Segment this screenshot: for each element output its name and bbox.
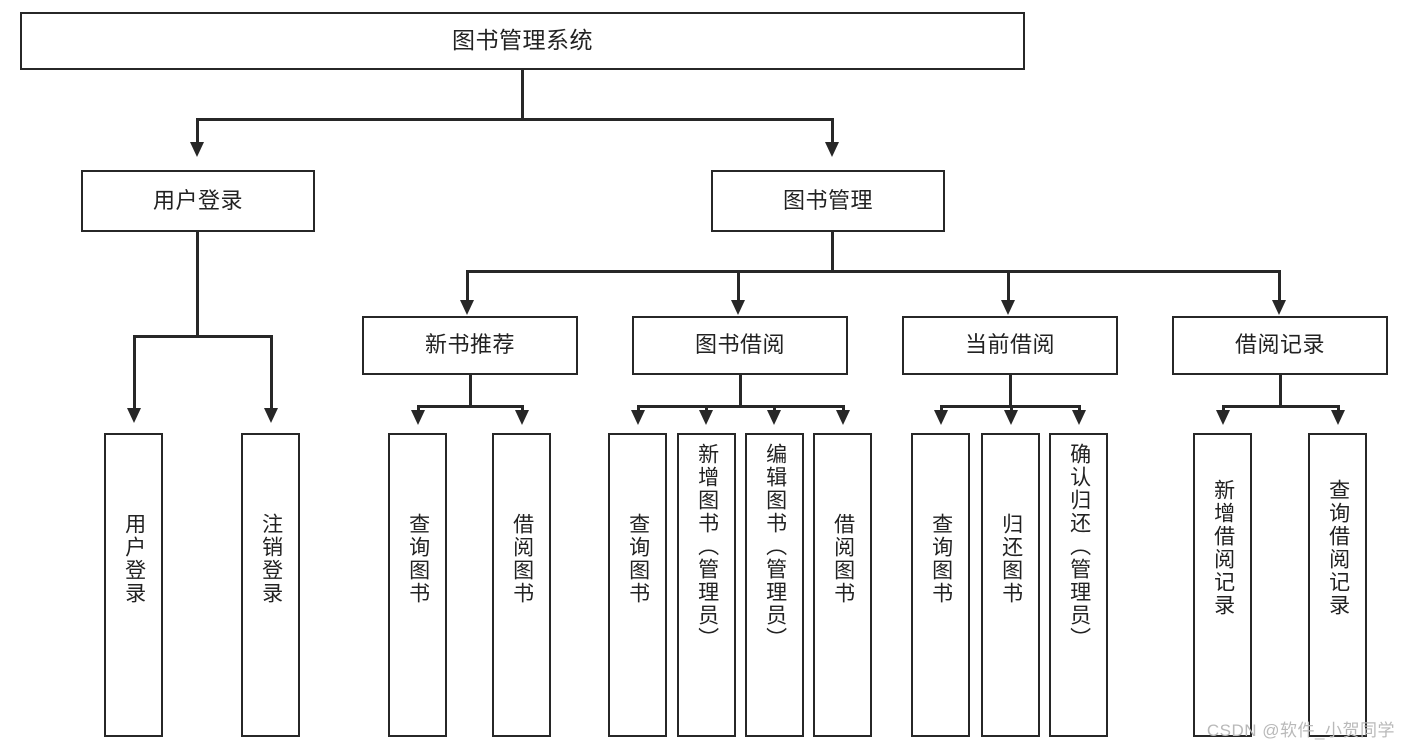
connector-borrow-record-drop-1 [1222, 405, 1225, 413]
node-label: 确认归还（管理员） [1067, 443, 1091, 650]
node-label: 用户登录 [122, 513, 146, 605]
node-label: 新增图书（管理员） [695, 443, 719, 650]
connector-user-login-drop-1 [133, 335, 136, 410]
node-label: 借阅图书 [831, 513, 855, 605]
connector-level3-drop-2 [737, 270, 740, 302]
arrow-to-leaf-borrow-book-2 [836, 410, 850, 425]
node-borrow-record[interactable]: 借阅记录 [1172, 316, 1388, 375]
connector-borrow-record-bus [1222, 405, 1340, 408]
arrow-to-leaf-add-record [1216, 410, 1230, 425]
connector-new-book-rec-stem [469, 375, 472, 407]
arrow-to-leaf-query-book-2 [631, 410, 645, 425]
connector-level3-bus [466, 270, 1281, 273]
node-book-borrow[interactable]: 图书借阅 [632, 316, 848, 375]
arrow-to-leaf-return-book [1004, 410, 1018, 425]
connector-book-borrow-drop-3 [773, 405, 776, 413]
node-label: 借阅图书 [510, 513, 534, 605]
connector-level2-drop-left [196, 118, 199, 144]
leaf-query-book-borrow[interactable]: 查询图书 [608, 433, 667, 737]
node-label: 用户登录 [152, 187, 243, 213]
node-label: 查询图书 [929, 513, 953, 605]
leaf-query-book-current[interactable]: 查询图书 [911, 433, 970, 737]
node-root-system[interactable]: 图书管理系统 [20, 12, 1025, 70]
node-label: 查询借阅记录 [1326, 479, 1350, 617]
node-new-book-rec[interactable]: 新书推荐 [362, 316, 578, 375]
connector-book-borrow-stem [739, 375, 742, 407]
arrow-to-leaf-logout [264, 408, 278, 423]
node-book-manage[interactable]: 图书管理 [711, 170, 945, 232]
connector-level2-bus [196, 118, 834, 121]
connector-level2-drop-right [831, 118, 834, 144]
node-label: 查询图书 [406, 513, 430, 605]
arrow-to-leaf-query-record [1331, 410, 1345, 425]
connector-book-borrow-drop-1 [637, 405, 640, 413]
connector-borrow-record-stem [1279, 375, 1282, 407]
leaf-return-book[interactable]: 归还图书 [981, 433, 1040, 737]
connector-current-borrow-drop-2 [1010, 405, 1013, 413]
arrow-to-borrow-record [1272, 300, 1286, 315]
leaf-query-borrow-record[interactable]: 查询借阅记录 [1308, 433, 1367, 737]
csdn-watermark: CSDN @软件_小贺同学 [1206, 721, 1395, 740]
arrow-to-book-manage [825, 142, 839, 157]
leaf-edit-book[interactable]: 编辑图书（管理员） [745, 433, 804, 737]
node-label: 新增借阅记录 [1211, 479, 1235, 617]
arrow-to-leaf-add-book [699, 410, 713, 425]
arrow-to-leaf-borrow-book-1 [515, 410, 529, 425]
leaf-user-login[interactable]: 用户登录 [104, 433, 163, 737]
connector-book-borrow-bus [637, 405, 845, 408]
arrow-to-leaf-edit-book [767, 410, 781, 425]
connector-level3-drop-1 [466, 270, 469, 302]
connector-new-book-rec-drop-2 [521, 405, 524, 413]
node-label: 图书借阅 [694, 332, 785, 358]
arrow-to-leaf-user-login [127, 408, 141, 423]
leaf-confirm-return[interactable]: 确认归还（管理员） [1049, 433, 1108, 737]
leaf-query-book-rec[interactable]: 查询图书 [388, 433, 447, 737]
node-label: 图书管理系统 [452, 27, 593, 54]
connector-current-borrow-drop-3 [1078, 405, 1081, 413]
leaf-borrow-book-rec[interactable]: 借阅图书 [492, 433, 551, 737]
connector-user-login-bus [133, 335, 273, 338]
connector-new-book-rec-drop-1 [417, 405, 420, 413]
connector-current-borrow-stem [1009, 375, 1012, 407]
node-label: 注销登录 [259, 513, 283, 605]
connector-book-borrow-drop-2 [705, 405, 708, 413]
leaf-borrow-book[interactable]: 借阅图书 [813, 433, 872, 737]
connector-new-book-rec-bus [417, 405, 524, 408]
leaf-logout-login[interactable]: 注销登录 [241, 433, 300, 737]
arrow-to-new-book-rec [460, 300, 474, 315]
leaf-add-borrow-record[interactable]: 新增借阅记录 [1193, 433, 1252, 737]
node-label: 查询图书 [626, 513, 650, 605]
leaf-add-book[interactable]: 新增图书（管理员） [677, 433, 736, 737]
connector-user-login-stem [196, 232, 199, 337]
node-label: 图书管理 [782, 187, 873, 213]
connector-level3-drop-4 [1278, 270, 1281, 302]
arrow-to-user-login [190, 142, 204, 157]
arrow-to-leaf-query-book-3 [934, 410, 948, 425]
connector-borrow-record-drop-2 [1337, 405, 1340, 413]
arrow-to-leaf-confirm-return [1072, 410, 1086, 425]
arrow-to-book-borrow [731, 300, 745, 315]
node-current-borrow[interactable]: 当前借阅 [902, 316, 1118, 375]
connector-book-manage-stem [831, 232, 834, 272]
node-label: 编辑图书（管理员） [763, 443, 787, 650]
node-user-login[interactable]: 用户登录 [81, 170, 315, 232]
connector-current-borrow-drop-1 [940, 405, 943, 413]
connector-book-borrow-drop-4 [842, 405, 845, 413]
arrow-to-current-borrow [1001, 300, 1015, 315]
arrow-to-leaf-query-book-1 [411, 410, 425, 425]
node-label: 归还图书 [999, 513, 1023, 605]
node-label: 借阅记录 [1234, 332, 1325, 358]
connector-user-login-drop-2 [270, 335, 273, 410]
node-label: 新书推荐 [424, 332, 515, 358]
connector-level3-drop-3 [1007, 270, 1010, 302]
node-label: 当前借阅 [964, 332, 1055, 358]
connector-root-stem [521, 70, 524, 120]
